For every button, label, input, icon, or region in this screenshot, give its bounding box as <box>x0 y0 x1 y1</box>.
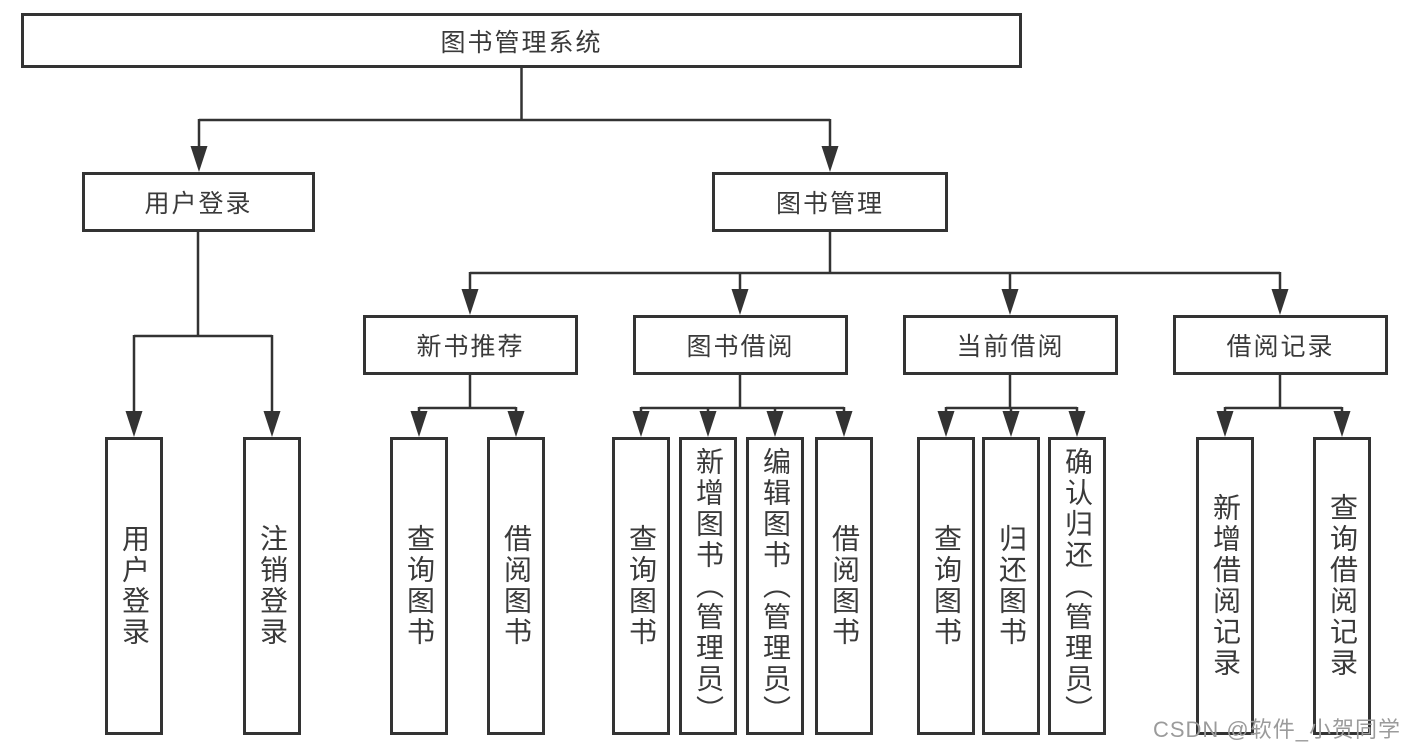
arrow-down-icon <box>835 411 853 437</box>
leaf-recommend-query-books: 查询图书 <box>390 437 448 735</box>
arrow-down-icon <box>461 289 479 315</box>
arrow-down-icon <box>507 411 525 437</box>
node-new-book-recommendation: 新书推荐 <box>363 315 578 375</box>
arrow-down-icon <box>1216 411 1234 437</box>
leaf-borrowing-borrow-books: 借阅图书 <box>815 437 873 735</box>
leaf-current-confirm-return-admin: 确认归还（管理员） <box>1048 437 1106 735</box>
leaf-current-query-books: 查询图书 <box>917 437 975 735</box>
leaf-borrowing-query-books: 查询图书 <box>612 437 670 735</box>
leaf-user-login: 用户登录 <box>105 437 163 735</box>
leaf-records-add-record: 新增借阅记录 <box>1196 437 1254 735</box>
arrow-down-icon <box>190 146 208 172</box>
arrow-down-icon <box>731 289 749 315</box>
arrow-down-icon <box>1001 289 1019 315</box>
arrow-down-icon <box>632 411 650 437</box>
arrow-down-icon <box>1333 411 1351 437</box>
arrow-down-icon <box>937 411 955 437</box>
node-book-management: 图书管理 <box>712 172 948 232</box>
node-root-library-system: 图书管理系统 <box>21 13 1022 68</box>
arrow-down-icon <box>1068 411 1086 437</box>
node-borrowing-records: 借阅记录 <box>1173 315 1388 375</box>
arrow-down-icon <box>699 411 717 437</box>
leaf-current-return-books: 归还图书 <box>982 437 1040 735</box>
arrow-down-icon <box>263 411 281 437</box>
leaf-logout: 注销登录 <box>243 437 301 735</box>
leaf-borrowing-edit-books-admin: 编辑图书（管理员） <box>746 437 804 735</box>
arrow-down-icon <box>410 411 428 437</box>
arrow-down-icon <box>821 146 839 172</box>
leaf-recommend-borrow-books: 借阅图书 <box>487 437 545 735</box>
node-current-borrowing: 当前借阅 <box>903 315 1118 375</box>
node-book-borrowing: 图书借阅 <box>633 315 848 375</box>
arrow-down-icon <box>125 411 143 437</box>
arrow-down-icon <box>1271 289 1289 315</box>
arrow-down-icon <box>1002 411 1020 437</box>
leaf-borrowing-add-books-admin: 新增图书（管理员） <box>679 437 737 735</box>
arrow-down-icon <box>766 411 784 437</box>
csdn-watermark: CSDN @软件_小贺同学 <box>1152 717 1401 742</box>
leaf-records-query-record: 查询借阅记录 <box>1313 437 1371 735</box>
node-user-login: 用户登录 <box>82 172 315 232</box>
